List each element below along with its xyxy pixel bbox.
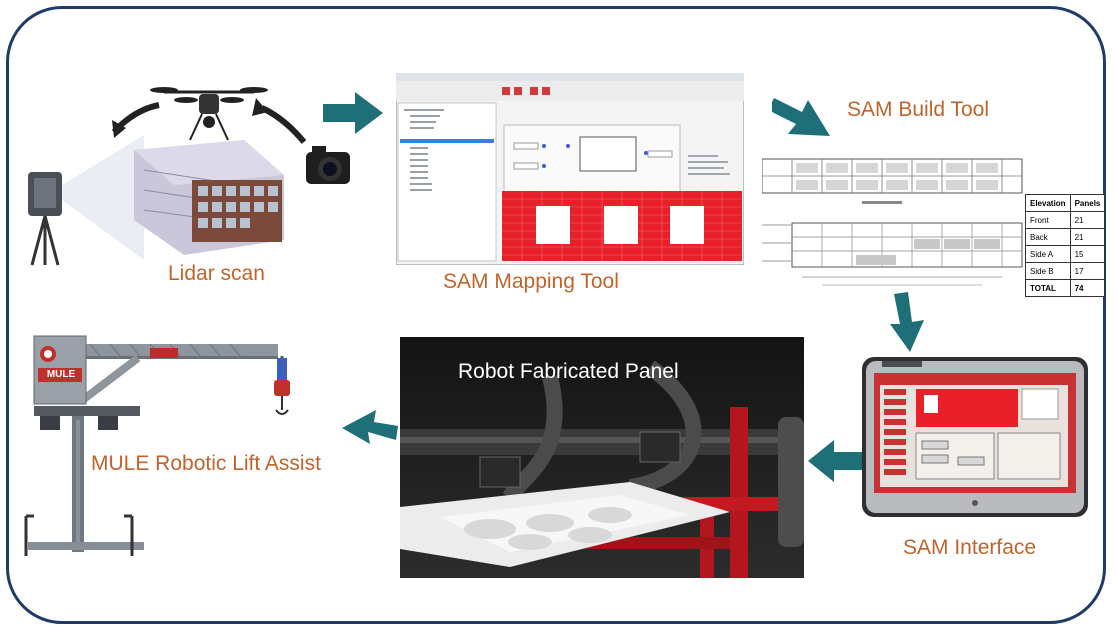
label-sam-mapping-tool: SAM Mapping Tool [443, 270, 619, 293]
table-cell: Side A [1025, 245, 1071, 263]
arrow-build-to-interface [884, 292, 934, 359]
sam-mapping-tool-screenshot [395, 72, 745, 266]
arrow-interface-to-robot [808, 440, 864, 487]
label-mule-robotic-lift-assist: MULE Robotic Lift Assist [91, 452, 321, 475]
table-cell: 17 [1069, 262, 1106, 280]
table-row: Back 21 [1025, 228, 1106, 246]
lidar-scan-illustration [14, 80, 354, 270]
table-cell: TOTAL [1025, 279, 1071, 297]
table-row: Front 21 [1025, 211, 1106, 229]
tablet-icon [862, 357, 1088, 517]
table-header-panels: Panels [1069, 194, 1106, 212]
sam-build-tool-drawing [761, 145, 1024, 295]
mule-badge: MULE [46, 369, 76, 380]
table-row: Side A 15 [1025, 245, 1106, 263]
table-row: TOTAL 74 [1025, 279, 1106, 297]
table-cell: 21 [1069, 228, 1106, 246]
camera-icon [306, 146, 350, 184]
table-cell: 15 [1069, 245, 1106, 263]
arrow-robot-to-mule [342, 410, 398, 467]
arrow-mapping-to-build [768, 88, 834, 145]
label-robot-fabricated-panel: Robot Fabricated Panel [458, 360, 679, 383]
table-cell: Back [1025, 228, 1071, 246]
robot-fabricated-panel-photo [400, 337, 804, 578]
label-lidar-scan: Lidar scan [168, 262, 265, 285]
point-cloud-building [134, 140, 284, 255]
table-cell: Side B [1025, 262, 1071, 280]
table-row: Side B 17 [1025, 262, 1106, 280]
lidar-scanner-icon [28, 172, 62, 266]
drone-icon [150, 87, 268, 141]
mule-robotic-lift-illustration [20, 330, 320, 570]
label-sam-build-tool: SAM Build Tool [847, 98, 990, 121]
table-cell: 74 [1069, 279, 1106, 297]
table-cell: Front [1025, 211, 1071, 229]
panel-count-table: Elevation Panels Front 21 Back 21 Side A… [1025, 194, 1106, 297]
arrow-lidar-to-mapping [323, 92, 385, 139]
table-cell: 21 [1069, 211, 1106, 229]
table-header-elevation: Elevation [1025, 194, 1071, 212]
label-sam-interface: SAM Interface [903, 536, 1037, 559]
